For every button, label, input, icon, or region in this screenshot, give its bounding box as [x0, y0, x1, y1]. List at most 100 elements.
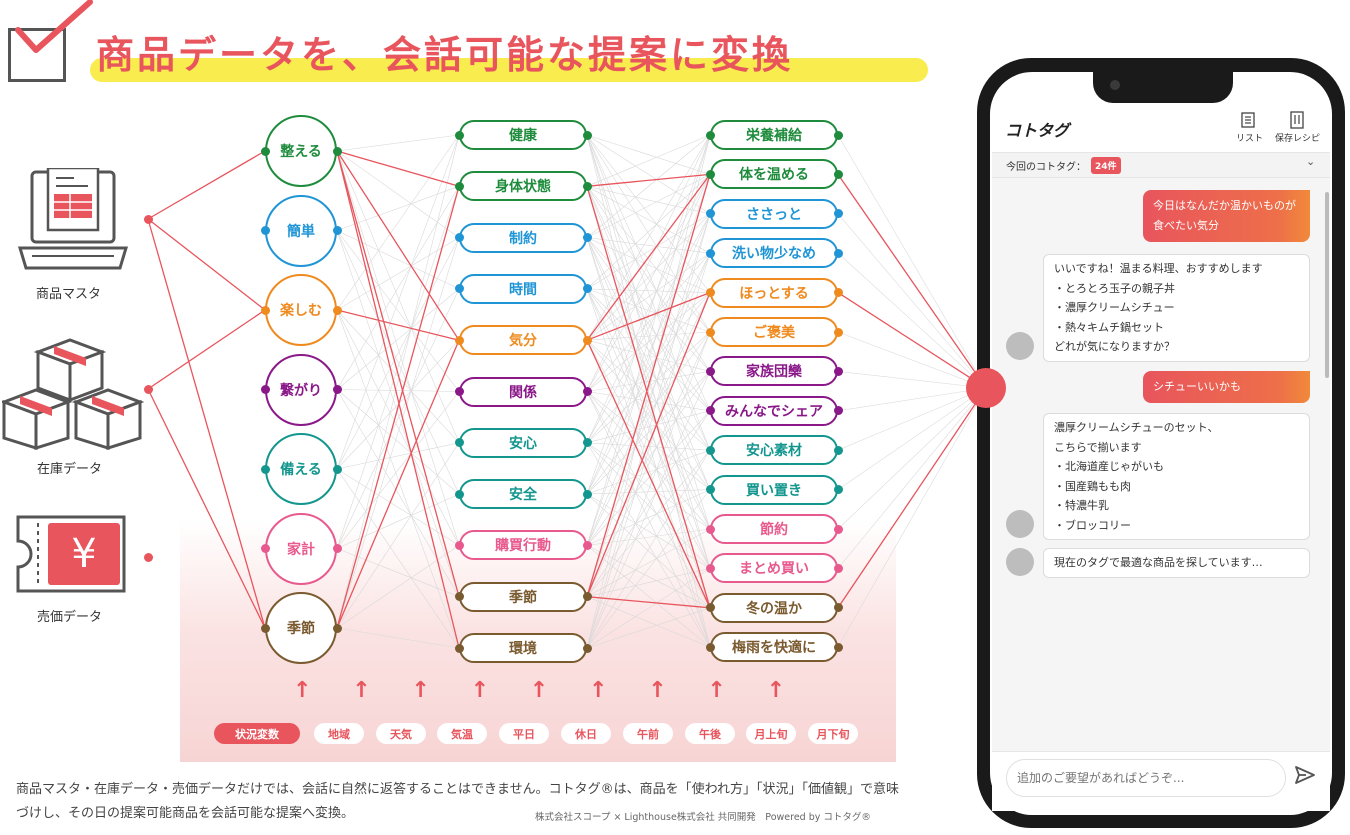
usage-tag-node-in-dot	[705, 130, 715, 140]
up-arrow-icon: ↑	[589, 678, 608, 703]
mesh-line	[336, 309, 460, 649]
usage-tag-node-in-dot	[705, 406, 715, 416]
bot-avatar-icon	[1006, 510, 1034, 538]
mesh-line	[586, 252, 711, 341]
path-line	[586, 339, 711, 609]
path-line	[586, 174, 711, 341]
value-node-in-dot	[260, 226, 270, 235]
message-line: こちらで揃います	[1054, 440, 1142, 454]
situation-variable-chip: 午後	[685, 723, 735, 744]
usage-tag-node-out-dot	[833, 366, 843, 376]
path-line	[586, 291, 711, 341]
usage-tag-node-10: 節約	[710, 514, 838, 544]
up-arrow-icon: ↑	[411, 678, 430, 703]
tag-bar[interactable]	[992, 152, 1330, 178]
mesh-line	[586, 134, 711, 451]
path-line	[336, 186, 460, 629]
usage-tag-node-5: ご褒美	[710, 317, 838, 347]
value-node-in-dot	[260, 305, 270, 315]
mesh-line	[837, 387, 987, 451]
mesh-line	[586, 186, 711, 569]
mesh-line	[586, 288, 711, 451]
mesh-line	[336, 493, 460, 549]
laptop-icon	[18, 168, 128, 270]
mesh-line	[586, 134, 711, 238]
up-arrow-icon: ↑	[352, 678, 371, 703]
context-node-in-dot	[454, 489, 464, 499]
mesh-line	[586, 371, 711, 546]
mesh-line	[336, 186, 460, 549]
context-node-out-dot	[582, 181, 592, 191]
mesh-line	[336, 134, 460, 629]
context-node-8: 購買行動	[459, 530, 587, 561]
up-arrow-icon: ↑	[648, 678, 667, 703]
usage-tag-node-out-dot	[833, 603, 843, 613]
situation-variable-chip: 気温	[437, 723, 487, 744]
mesh-line	[586, 331, 711, 341]
mesh-line	[837, 331, 987, 389]
usage-tag-node-in-dot	[705, 445, 715, 455]
mesh-line	[586, 371, 711, 649]
saved-recipe-button-label[interactable]: 保存レシピ	[1275, 134, 1321, 144]
list-button-label[interactable]: リスト	[1236, 134, 1264, 144]
context-node-out-dot	[582, 643, 592, 653]
message-input[interactable]	[1006, 759, 1286, 797]
tag-count-badge: 24件	[1091, 157, 1121, 174]
context-node-in-dot	[454, 540, 464, 550]
mesh-line	[586, 253, 711, 495]
usage-tag-node-out-dot	[833, 248, 843, 258]
path-line	[336, 150, 460, 341]
mesh-line	[586, 174, 711, 443]
context-node-in-dot	[454, 130, 464, 140]
mesh-line	[586, 134, 711, 293]
footer-description: 商品マスタ・在庫データ・売価データだけでは、会話に自然に返答することはできません…	[16, 782, 899, 821]
mesh-line	[336, 237, 460, 629]
message-line: シチューいいかも	[1153, 380, 1241, 393]
value-node-6: 季節	[265, 592, 337, 664]
mesh-line	[586, 134, 711, 175]
up-arrow-icon: ↑	[707, 678, 726, 703]
footer-credit: 株式会社スコープ × Lighthouse株式会社 共同開発 Powered b…	[535, 812, 871, 823]
mesh-line	[336, 186, 460, 390]
mesh-line	[336, 339, 460, 470]
mesh-line	[586, 528, 711, 597]
list-icon[interactable]	[1241, 112, 1255, 128]
bot-message: 濃厚クリームシチューのセット、こちらで揃います・北海道産じゃがいも・国産鶏もも肉…	[1043, 413, 1310, 540]
mesh-line	[586, 449, 711, 495]
yen-ticket-icon: ¥	[16, 515, 126, 593]
mesh-line	[586, 442, 711, 569]
usage-tag-node-11: まとめ買い	[710, 553, 838, 584]
mesh-line	[336, 288, 460, 549]
up-arrow-icon: ↑	[529, 678, 549, 703]
value-node-in-dot	[260, 146, 270, 156]
scrollbar[interactable]	[1325, 192, 1329, 378]
context-node-out-dot	[582, 130, 592, 140]
chevron-down-icon[interactable]: ⌄	[1306, 155, 1316, 168]
source-dot-0	[143, 214, 153, 224]
mesh-line	[336, 230, 460, 597]
mesh-line	[336, 134, 460, 152]
situation-variable-header: 状況変数	[214, 723, 300, 744]
context-node-in-dot	[454, 438, 464, 448]
message-line: ・とろとろ玉子の親子丼	[1054, 281, 1175, 295]
usage-tag-node-in-dot	[705, 642, 715, 652]
situation-variable-chip: 休日	[561, 723, 611, 744]
send-icon[interactable]	[1294, 764, 1316, 786]
mesh-line	[586, 253, 711, 649]
mesh-line	[586, 134, 711, 333]
mesh-line	[586, 186, 711, 254]
svg-text:¥: ¥	[71, 531, 96, 577]
mesh-line	[586, 134, 711, 569]
usage-tag-node-in-dot	[705, 563, 715, 573]
user-message: シチューいいかも	[1143, 371, 1310, 403]
mesh-line	[586, 489, 711, 546]
usage-tag-node-in-dot	[705, 524, 715, 534]
recipe-icon[interactable]	[1290, 111, 1304, 129]
mesh-line	[586, 442, 711, 530]
mesh-line	[586, 237, 711, 490]
value-node-5: 家計	[265, 512, 337, 585]
mesh-line	[586, 174, 711, 290]
mesh-line	[586, 288, 711, 569]
path-line	[147, 218, 266, 629]
message-line: ・熱々キムチ鍋セット	[1054, 320, 1164, 334]
